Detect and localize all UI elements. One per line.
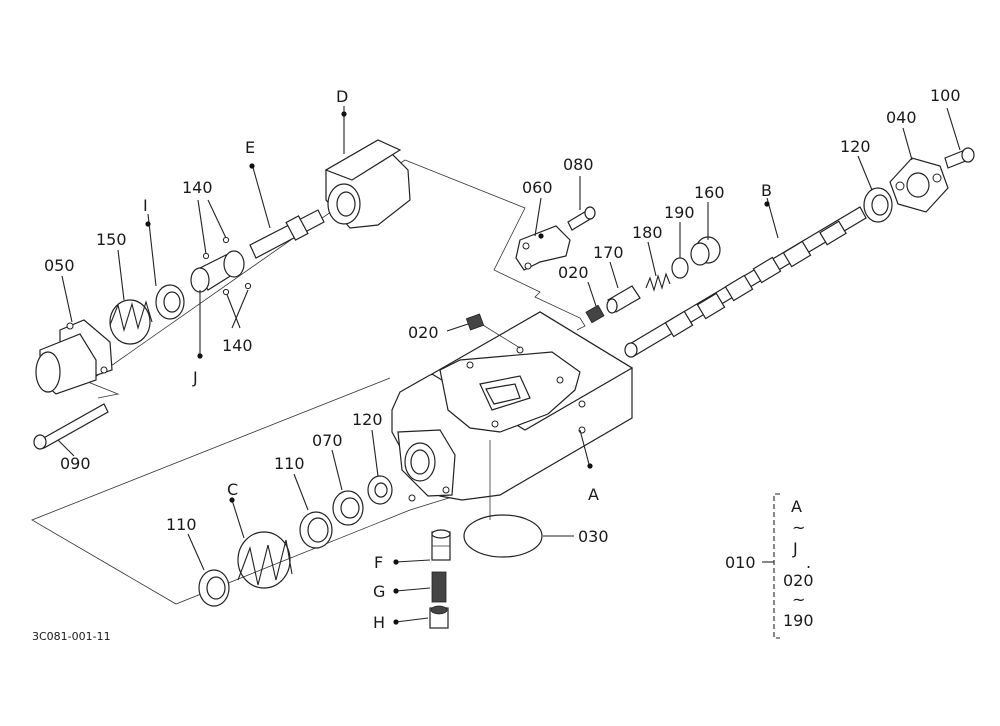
label-D: D — [336, 87, 348, 106]
plug-020-a — [585, 304, 605, 324]
label-I: I — [143, 196, 148, 215]
label-030: 030 — [578, 527, 609, 546]
housing-D — [324, 139, 411, 229]
label-B: B — [761, 181, 772, 200]
spring-150 — [109, 299, 153, 345]
plug-020-b — [465, 313, 485, 331]
label-040: 040 — [886, 108, 917, 127]
bolt-100 — [944, 147, 975, 169]
label-F: F — [374, 553, 383, 572]
oring-030 — [463, 514, 543, 558]
ring-I — [155, 284, 185, 320]
label-100: 100 — [930, 86, 961, 105]
label-110-b: 110 — [166, 515, 197, 534]
ring-110-a — [299, 511, 333, 549]
label-J: J — [192, 368, 198, 387]
label-120-top: 120 — [840, 137, 871, 156]
label-090: 090 — [60, 454, 91, 473]
label-H: H — [373, 613, 385, 632]
spring-G — [431, 571, 447, 603]
plug-F — [431, 529, 451, 561]
label-050: 050 — [44, 256, 75, 275]
shaft-E — [249, 209, 325, 259]
piston-170 — [606, 285, 641, 314]
label-180: 180 — [632, 223, 663, 242]
range-top: A — [791, 497, 802, 516]
valve-body-A — [391, 311, 634, 520]
spring-C — [237, 531, 293, 589]
callout-labels: 100 040 120 160 B 080 060 190 180 170 02… — [44, 86, 961, 632]
range-tilde-1: ~ — [792, 518, 805, 537]
ring-110-b — [198, 569, 230, 607]
label-190: 190 — [664, 203, 695, 222]
range-from: 020 — [783, 571, 814, 590]
spool-B — [624, 206, 867, 358]
bolt-090 — [33, 403, 109, 450]
range-tilde-2: ~ — [792, 590, 805, 609]
washer-070 — [332, 490, 364, 526]
label-A: A — [588, 485, 599, 504]
bolt-080 — [567, 206, 596, 231]
label-150: 150 — [96, 230, 127, 249]
range-to: 190 — [783, 611, 814, 630]
range-mid: J — [792, 539, 798, 558]
label-020-a: 020 — [558, 263, 589, 282]
label-120-mid: 120 — [352, 410, 383, 429]
leader-dots — [145, 111, 770, 625]
label-G: G — [373, 582, 385, 601]
spring-180 — [645, 272, 671, 292]
range-dot: . — [806, 553, 811, 572]
seal-120-mid — [367, 475, 393, 505]
label-140-top: 140 — [182, 178, 213, 197]
label-E: E — [245, 138, 255, 157]
seal-120-top — [863, 187, 893, 223]
assembly-group: 010 A ~ J . 020 ~ 190 — [725, 493, 814, 639]
cover-040 — [889, 157, 949, 213]
label-160: 160 — [694, 183, 725, 202]
label-C: C — [227, 480, 238, 499]
oring-190 — [671, 257, 689, 279]
assembly-code: 010 — [725, 553, 756, 572]
label-080: 080 — [563, 155, 594, 174]
label-060: 060 — [522, 178, 553, 197]
sleeve-140 — [190, 250, 245, 293]
cap-050 — [35, 319, 113, 395]
label-070: 070 — [312, 431, 343, 450]
plug-160 — [690, 236, 721, 266]
plug-H — [429, 605, 449, 629]
label-170: 170 — [593, 243, 624, 262]
drawing-code: 3C081-001-11 — [32, 630, 111, 643]
bracket-060 — [515, 225, 571, 271]
label-020-b: 020 — [408, 323, 439, 342]
label-110-a: 110 — [274, 454, 305, 473]
label-140-bot: 140 — [222, 336, 253, 355]
